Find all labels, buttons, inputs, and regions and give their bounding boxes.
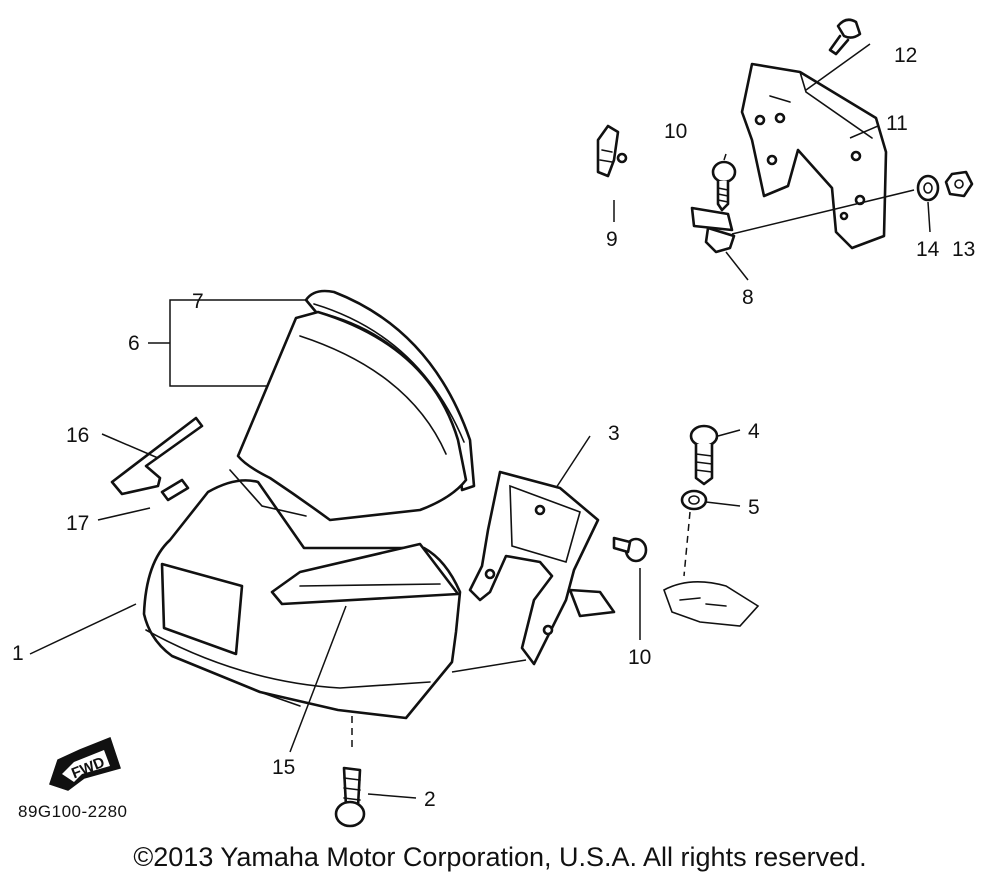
part-8-bolt xyxy=(690,206,736,254)
callout-3: 3 xyxy=(608,422,620,445)
drawing-code: 89G100-2280 xyxy=(18,802,128,821)
part-10-screw-upper xyxy=(711,160,737,212)
part-4-bolt xyxy=(689,424,719,486)
part-2-bolt xyxy=(334,766,366,828)
callout-2: 2 xyxy=(424,788,436,811)
callout-11: 11 xyxy=(886,112,908,135)
callout-10-lower: 10 xyxy=(628,646,651,669)
callout-12: 12 xyxy=(894,44,917,67)
callout-4: 4 xyxy=(748,420,760,443)
callout-1: 1 xyxy=(12,642,24,665)
callout-6: 6 xyxy=(128,332,140,355)
part-3-stay xyxy=(468,470,616,666)
fwd-arrow-icon xyxy=(49,737,121,791)
callout-7: 7 xyxy=(192,290,204,313)
part-12-bolt xyxy=(828,18,862,56)
callout-16: 16 xyxy=(66,424,89,447)
part-5-collar xyxy=(680,489,708,511)
part-10-screw-lower xyxy=(612,536,648,563)
callout-10-upper: 10 xyxy=(664,120,687,143)
callout-17: 17 xyxy=(66,512,89,535)
copyright-notice: ©2013 Yamaha Motor Corporation, U.S.A. A… xyxy=(133,842,867,872)
part-17-pad xyxy=(160,478,190,502)
callout-9: 9 xyxy=(606,228,618,251)
mount-surface xyxy=(663,581,760,627)
callout-8: 8 xyxy=(742,286,754,309)
part-13-nut xyxy=(944,170,974,198)
part-15-panel xyxy=(270,542,460,606)
callout-15: 15 xyxy=(272,756,295,779)
part-14-washer xyxy=(916,174,940,202)
callout-5: 5 xyxy=(748,496,760,519)
part-16-strip xyxy=(110,416,204,496)
part-9-clip xyxy=(596,124,628,178)
part-11-bracket xyxy=(740,62,888,250)
callout-14: 14 xyxy=(916,238,940,261)
part-6-windscreen xyxy=(236,310,468,522)
callout-13: 13 xyxy=(952,238,975,261)
